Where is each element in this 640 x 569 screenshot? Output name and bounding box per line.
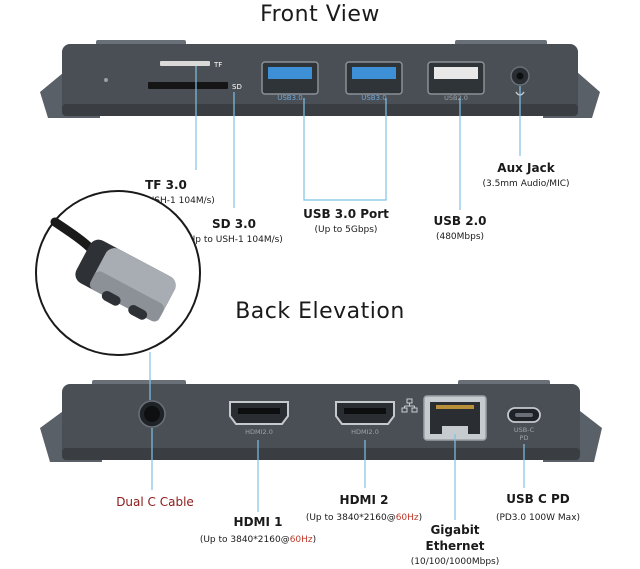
dual-c-cable-label: Dual C Cable [116, 495, 194, 509]
eth-title-2: Ethernet [426, 539, 485, 553]
usb-c-port-label-1: USB-C [514, 426, 535, 434]
ethernet-port [423, 395, 487, 441]
usb-c-pd-port: USB-C PD [507, 407, 541, 442]
usb3-port-2-label: USB3.0 [361, 94, 387, 102]
usb2-port: USB2.0 [427, 61, 485, 102]
usb3-port-1-label: USB3.0 [277, 94, 303, 102]
back-leader-lines [151, 428, 525, 520]
usb3-sub: (Up to 5Gbps) [315, 225, 378, 235]
dual-c-plug [75, 239, 176, 322]
usb3-port-2: USB3.0 [345, 61, 403, 102]
usb3-port-1: USB3.0 [261, 61, 319, 102]
front-device: TF SD USB3.0 USB3.0 USB2.0 [40, 40, 600, 118]
dual-c-cable-magnifier [35, 190, 201, 356]
usb2-port-label: USB2.0 [444, 94, 468, 102]
front-led-icon [104, 78, 108, 82]
aux-sub: (3.5mm Audio/MIC) [482, 179, 569, 189]
front-leader-lines [195, 66, 521, 210]
usb2-title: USB 2.0 [434, 214, 487, 228]
usbc-pd-sub: (PD3.0 100W Max) [496, 513, 580, 523]
hdmi-port-2: HDMI2.0 [335, 401, 395, 436]
back-elevation-title: Back Elevation [235, 299, 405, 324]
eth-sub: (10/100/1000Mbps) [411, 557, 500, 567]
back-device: HDMI2.0 HDMI2.0 USB-C PD [40, 380, 602, 462]
back-body-base [62, 448, 580, 460]
sd-title: SD 3.0 [212, 217, 256, 231]
tf-slot [160, 61, 210, 66]
usb2-sub: (480Mbps) [436, 232, 484, 242]
front-view-title: Front View [260, 2, 380, 27]
front-body-base [62, 104, 578, 116]
tf-slot-label: TF [213, 61, 222, 69]
usbc-pd-title: USB C PD [506, 492, 569, 506]
usb-c-port-label-2: PD [520, 434, 529, 442]
usb3-title: USB 3.0 Port [303, 207, 389, 221]
aux-jack [510, 66, 530, 96]
sd-sub: (Up to USH-1 104M/s) [185, 235, 283, 245]
hdmi-port-1: HDMI2.0 [229, 401, 289, 436]
hdmi1-sub: (Up to 3840*2160@60Hz) [200, 535, 316, 545]
sd-slot-label: SD [232, 83, 242, 91]
aux-title: Aux Jack [497, 161, 555, 175]
eth-title-1: Gigabit [430, 523, 479, 537]
hdmi2-sub: (Up to 3840*2160@60Hz) [306, 513, 422, 523]
dual-c-port [138, 400, 166, 428]
hdmi-port-1-label: HDMI2.0 [245, 428, 273, 436]
tf-sub: (Up to USH-1 104M/s) [117, 196, 215, 206]
sd-slot [148, 82, 228, 89]
tf-title: TF 3.0 [145, 178, 187, 192]
hdmi-port-2-label: HDMI2.0 [351, 428, 379, 436]
network-icon [401, 398, 418, 413]
hdmi1-title: HDMI 1 [234, 515, 283, 529]
hdmi2-title: HDMI 2 [340, 493, 389, 507]
